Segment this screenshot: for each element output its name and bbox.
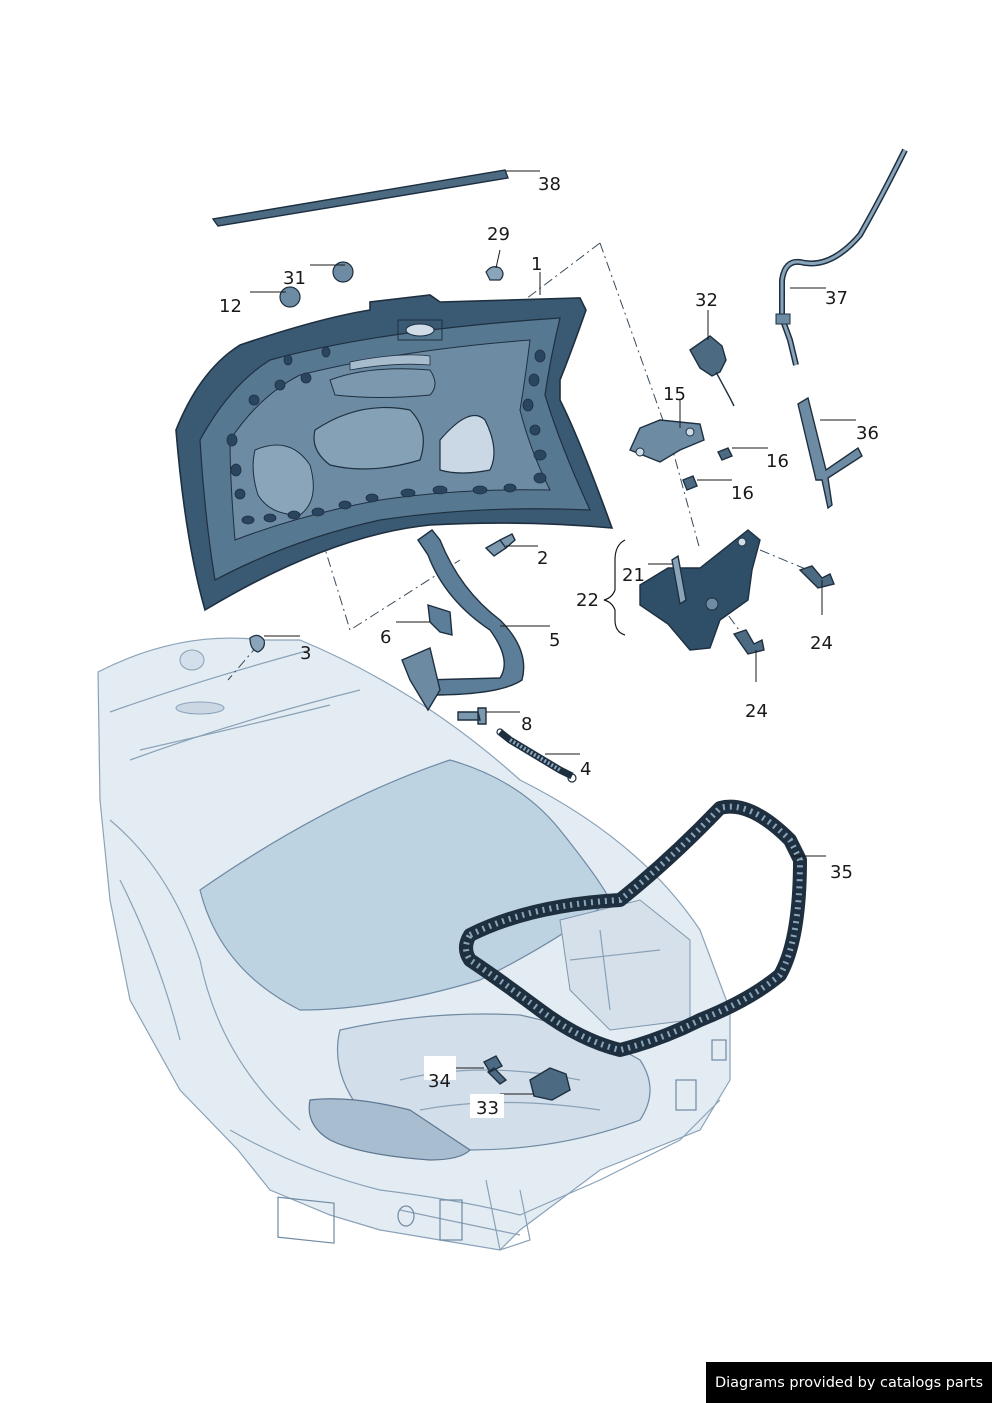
callout-4: 4 [580,759,591,780]
part-4-spring [496,728,577,783]
part-16-screw-b [682,475,698,491]
callout-32: 32 [695,290,718,311]
lid-center-emblem-hole [405,323,435,337]
callout-12: 12 [219,296,242,317]
part-15-latch-bracket [629,419,705,463]
part-33-striker [529,1067,571,1101]
leader-lines [250,170,856,1095]
part-8-bolt [457,707,487,725]
callout-labels: 38 29 1 31 12 32 37 15 36 16 16 2 21 22 … [219,174,879,1119]
callout-34: 34 [428,1071,451,1092]
callout-5: 5 [549,630,560,651]
part-1-trunk-lid [175,294,614,612]
part-32-actuator [689,335,735,407]
credit-text: Diagrams provided by catalogs parts [714,1374,984,1391]
part-22-bracket-brace [603,539,626,636]
tail-light [308,1098,471,1161]
bumper-slot-left [277,1196,335,1244]
part-24-screw-a [798,565,835,589]
callout-1: 1 [531,254,542,275]
part-29-plug [485,266,504,281]
part-34-bolt [483,1055,508,1085]
callout-24a: 24 [810,633,833,654]
callout-29: 29 [487,224,510,245]
callout-6: 6 [380,627,391,648]
part-37-strut [797,396,863,510]
callout-22: 22 [576,590,599,611]
credit-banner: Diagrams provided by catalogs parts [706,1362,992,1403]
lid-grommet-holes [226,346,547,525]
part-12-cap [279,286,301,308]
callout-3: 3 [300,643,311,664]
lid-opening-center [313,406,424,470]
part-5-hinge [417,529,525,696]
part-38-cable [775,148,908,366]
callout-37: 36 [856,423,879,444]
callout-15: 15 [663,384,686,405]
callout-33: 33 [476,1098,499,1119]
part-36-trim-strip [211,169,509,227]
lid-opening-right [439,415,495,474]
callout-16a: 16 [766,451,789,472]
callout-2: 2 [537,548,548,569]
part-2-bolt [484,533,516,557]
callout-38: 37 [825,288,848,309]
part-35-trunk-seal [459,799,807,1057]
part-22-latch-assembly [639,529,761,651]
part-31-cap [332,261,354,283]
part-16-screw-a [717,447,733,461]
callout-36: 38 [538,174,561,195]
callout-8: 8 [521,714,532,735]
callout-16b: 16 [731,483,754,504]
part-6-bracket [427,604,453,636]
part-24-screw-b [732,629,765,655]
callout-24b: 24 [745,701,768,722]
part-6-bracket-base [401,647,441,712]
roof-handle [175,701,225,715]
callout-31: 31 [283,268,306,289]
roof-dome-light [179,649,205,671]
callout-35: 35 [830,862,853,883]
part-3-cap [249,634,265,653]
car-body-rear [97,637,731,1251]
callout-21: 21 [622,565,645,586]
